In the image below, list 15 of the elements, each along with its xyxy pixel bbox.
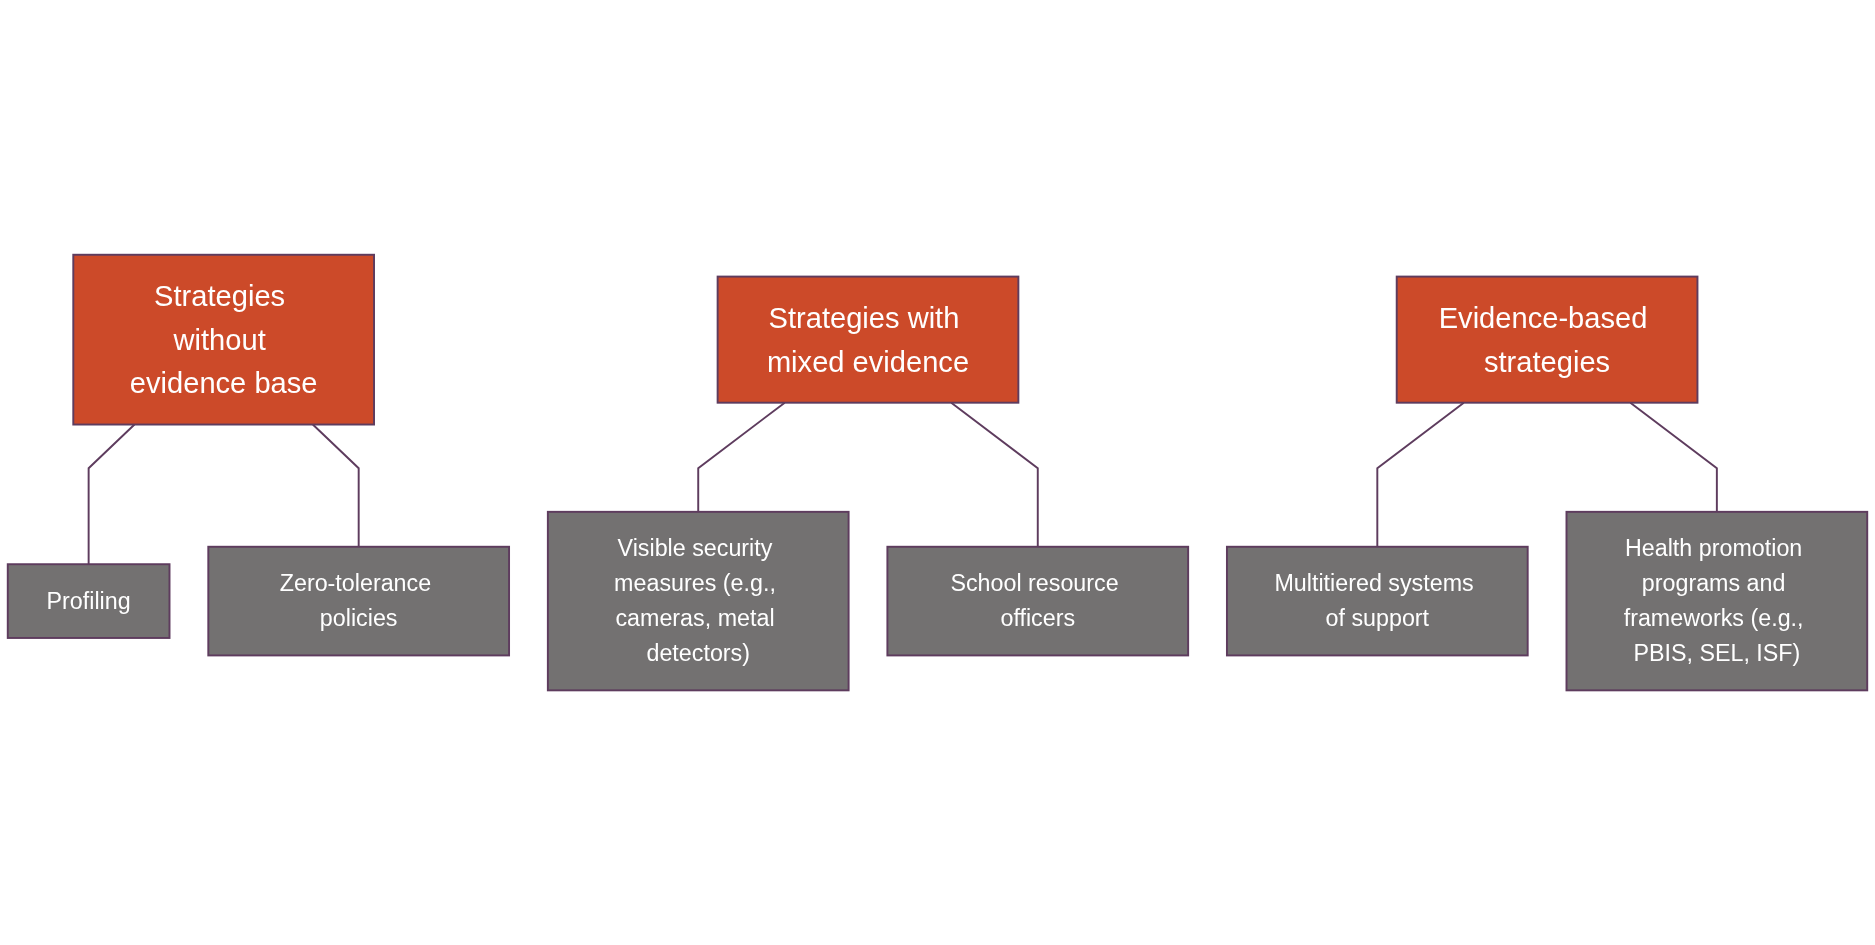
node-box: School resource officers bbox=[886, 545, 1190, 657]
node-box: Strategies without evidence base bbox=[72, 253, 375, 426]
connector bbox=[697, 401, 786, 513]
connector bbox=[311, 423, 360, 548]
connector bbox=[950, 401, 1039, 548]
connector bbox=[87, 423, 136, 566]
connector bbox=[1629, 401, 1718, 513]
node-box: Visible security measures (e.g., cameras, metal detectors) bbox=[546, 510, 850, 692]
node-box: Strategies with mixed evidence bbox=[716, 275, 1020, 404]
node-box: Profiling bbox=[6, 563, 171, 639]
connector bbox=[1376, 401, 1465, 548]
node-box: Multitiered systems of support bbox=[1226, 545, 1529, 657]
node-box: Health promotion programs and frameworks (e.g., PBIS, SEL, ISF) bbox=[1565, 510, 1869, 692]
node-box: Evidence-based strategies bbox=[1395, 275, 1699, 404]
node-box: Zero-tolerance policies bbox=[207, 545, 511, 657]
